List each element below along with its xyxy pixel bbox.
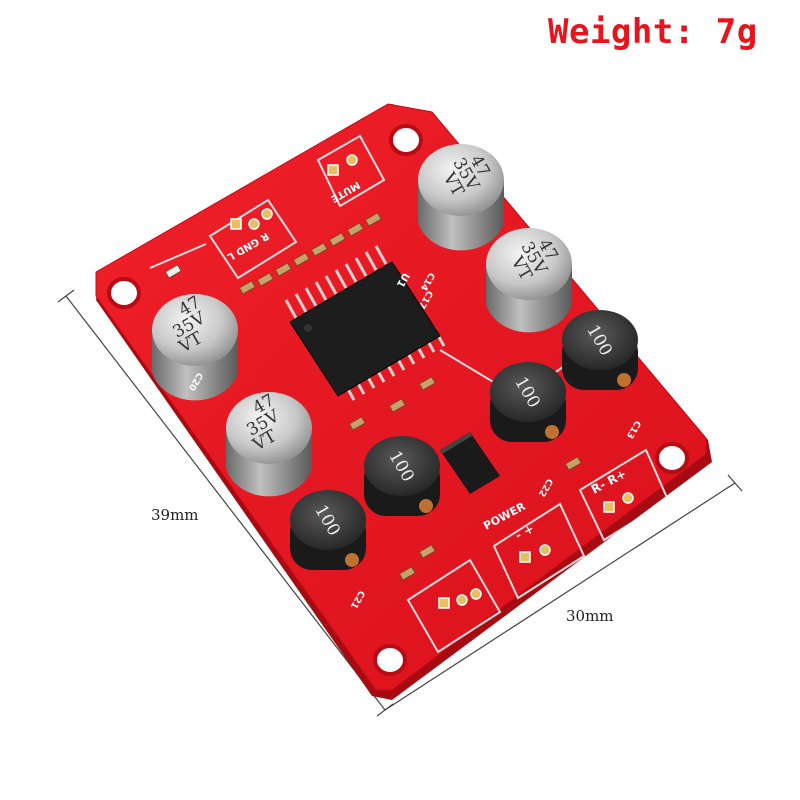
capacitor-4: 47 35V VT: [486, 228, 572, 333]
height-dimension-label: 39mm: [151, 506, 199, 524]
capacitor-3: 47 35V VT: [418, 144, 504, 251]
header-pads: [230, 154, 634, 609]
weight-label: Weight: 7g: [548, 12, 758, 52]
inductor-1: 100: [290, 490, 366, 570]
dimension-lines: [57, 289, 743, 717]
capacitor-2: 47 35V VT: [226, 390, 312, 497]
smd-components: [164, 212, 582, 581]
power-component: [440, 432, 500, 494]
board: [95, 103, 707, 691]
mounting-holes: [107, 124, 689, 676]
inductor-4: 100: [562, 310, 638, 390]
width-dimension-label: 30mm: [566, 607, 614, 625]
inductor-3: 100: [490, 362, 566, 442]
inductor-2: 100: [364, 436, 440, 516]
amplifier-chip: [284, 245, 446, 401]
capacitor-1: 47 35V VT: [152, 292, 238, 401]
